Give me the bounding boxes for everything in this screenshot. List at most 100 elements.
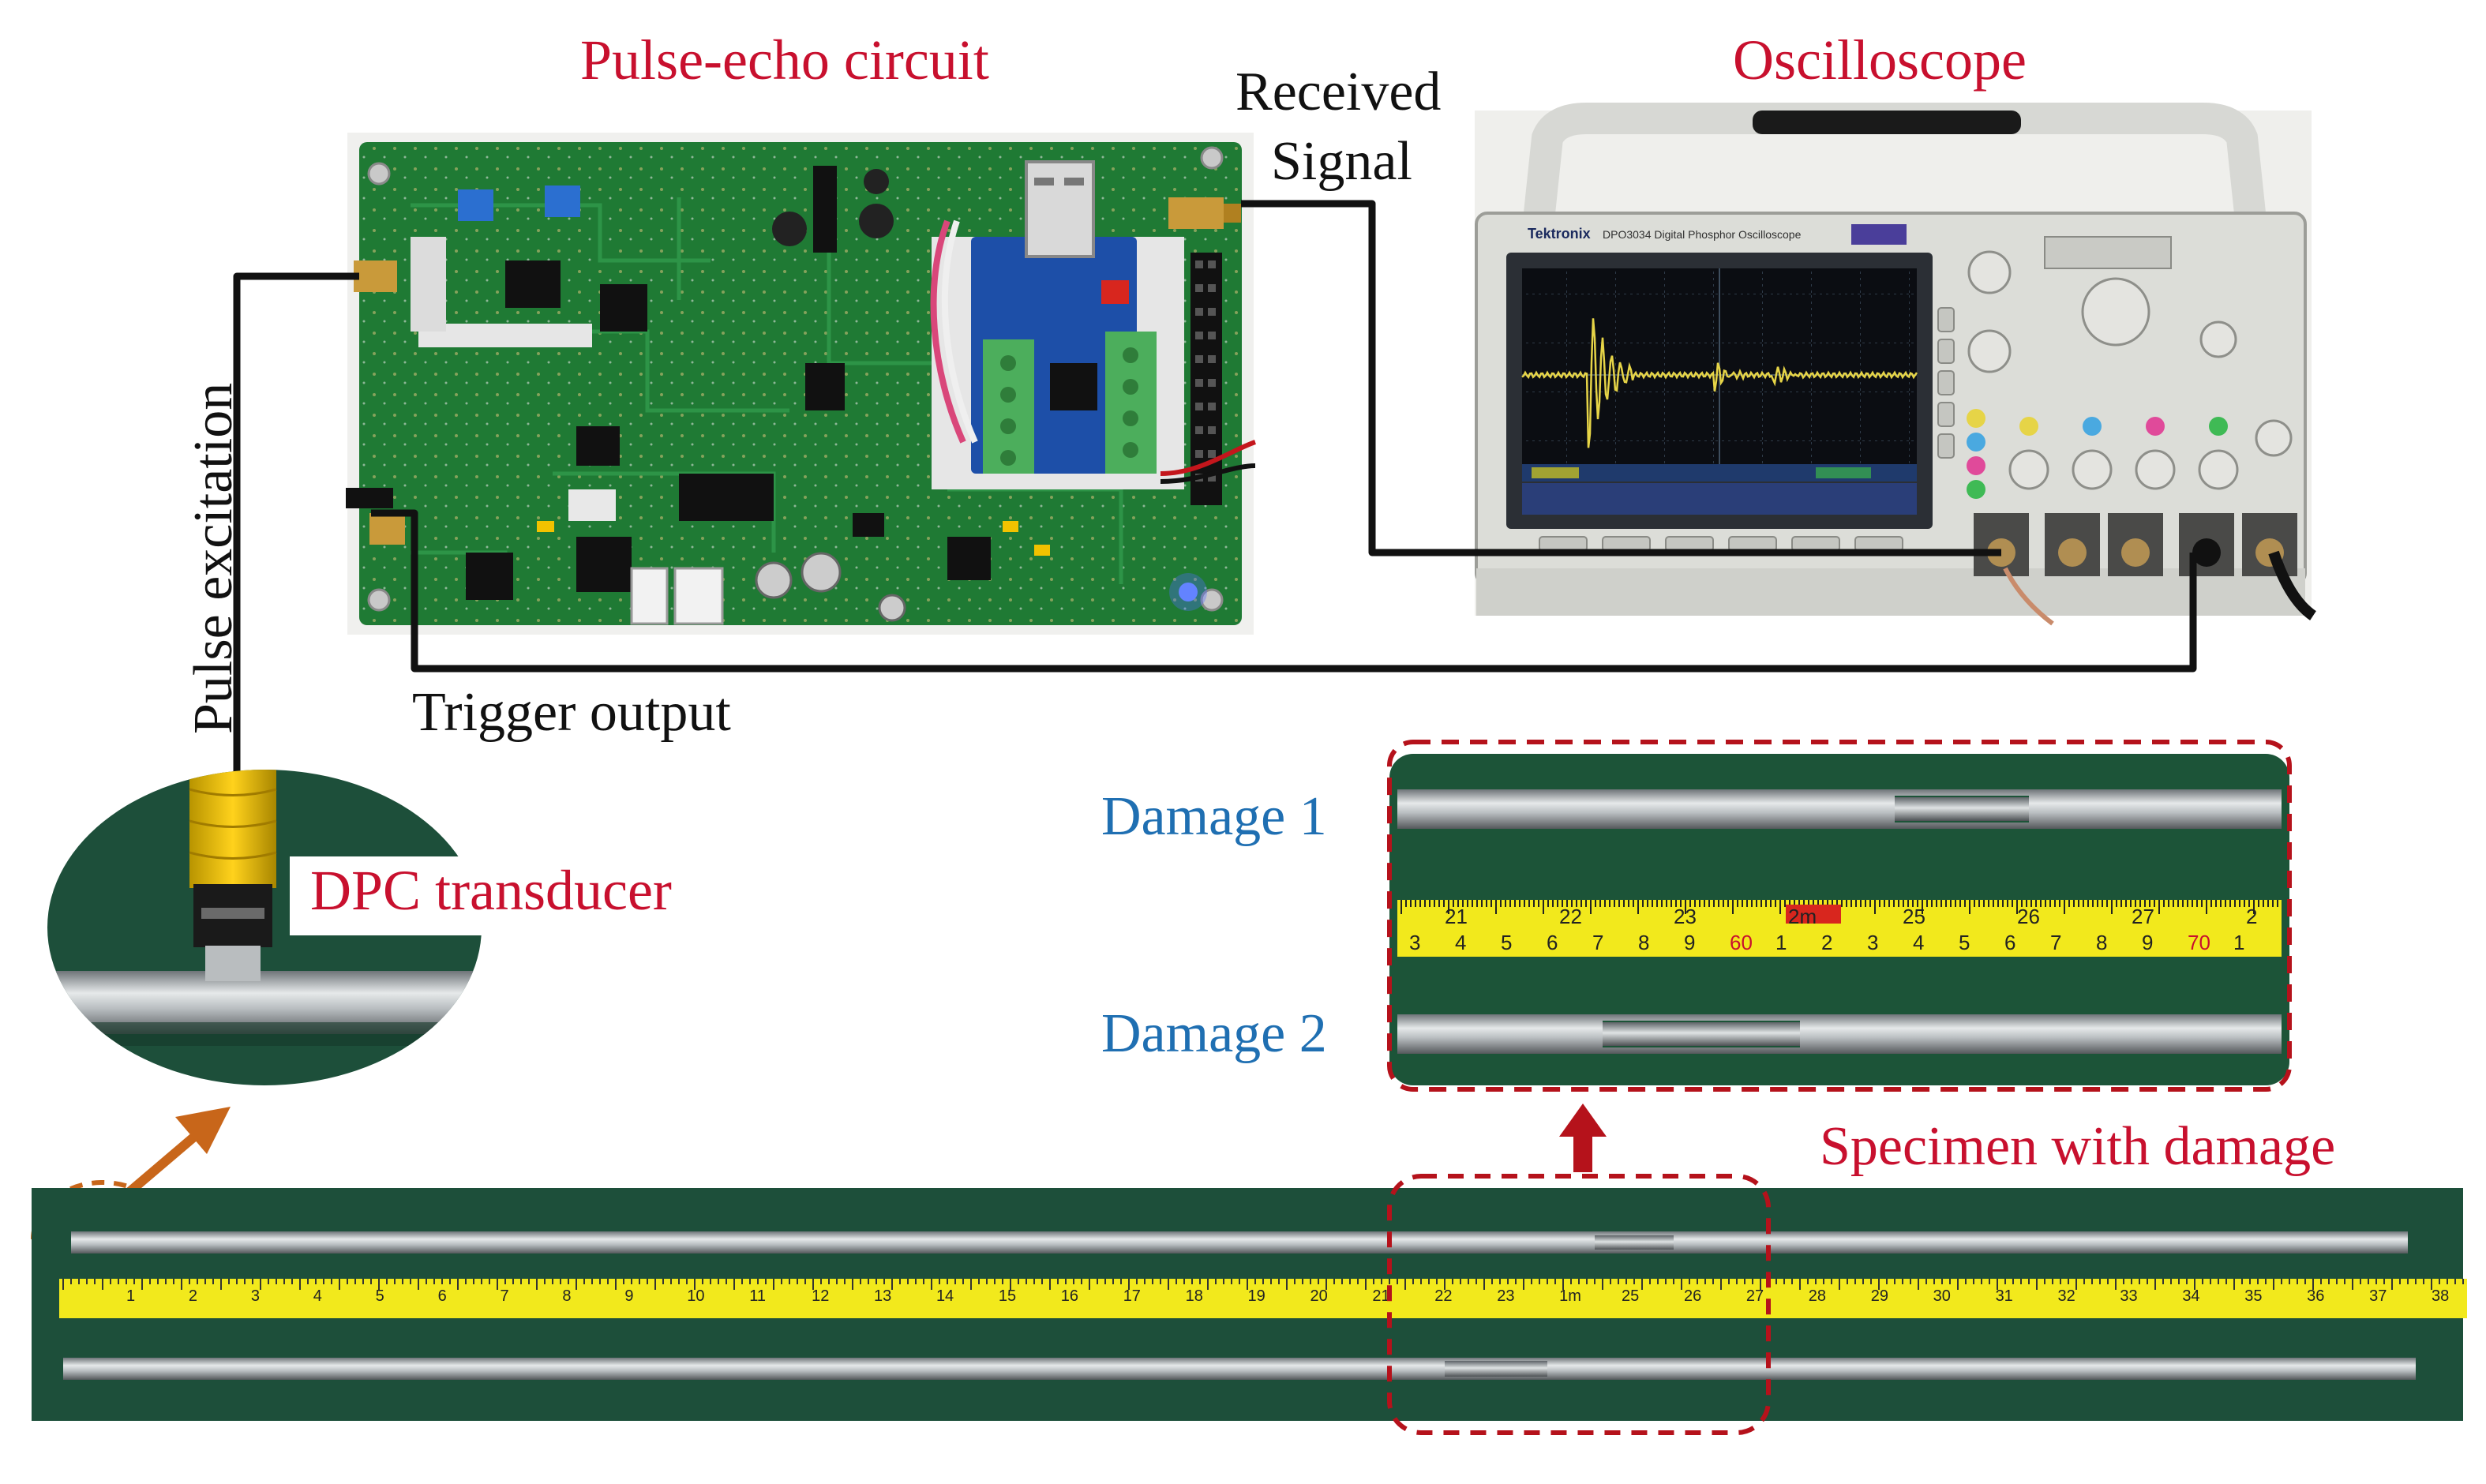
specimen-rod-2	[63, 1358, 2416, 1380]
tape-bottom-number: 1	[2233, 931, 2244, 954]
oscilloscope: Tektronix DPO3034 Digital Phosphor Oscil…	[1475, 103, 2317, 626]
pulse-echo-circuit-board	[346, 133, 1256, 635]
dpc-label-bg	[290, 856, 700, 935]
damage-2-label: Damage 2	[1101, 1003, 1327, 1064]
tape-top-number: 2m	[1788, 905, 1817, 928]
trigger-output-label: Trigger output	[412, 682, 731, 743]
long-tape-number: 18	[1186, 1287, 1203, 1305]
tape-bottom-number: 6	[2004, 931, 2015, 954]
long-tape-number: 27	[1746, 1287, 1764, 1305]
damage-1-label: Damage 1	[1101, 786, 1327, 847]
long-tape-number: 17	[1123, 1287, 1141, 1305]
long-tape-number: 29	[1871, 1287, 1888, 1305]
pulse-echo-circuit-label: Pulse-echo circuit	[580, 28, 989, 92]
dpc-transducer-label: DPC transducer	[310, 859, 672, 922]
long-tape-number: 25	[1622, 1287, 1639, 1305]
long-tape-number: 4	[313, 1287, 322, 1305]
trigger-output-cable	[371, 509, 2197, 673]
model-label: DPO3034 Digital Phosphor Oscilloscope	[1603, 228, 1802, 241]
received-signal-label-line1: Received	[1236, 62, 1442, 122]
long-tape-number: 12	[812, 1287, 829, 1305]
tape-bottom-number: 5	[1501, 931, 1512, 954]
tape-top-number: 25	[1903, 905, 1925, 928]
tape-top-number: 21	[1445, 905, 1468, 928]
long-tape-number: 28	[1809, 1287, 1826, 1305]
specimen-damage-dashed-box	[1387, 1174, 1771, 1435]
long-tape-number: 8	[562, 1287, 571, 1305]
control-knobs	[1967, 250, 2293, 490]
long-tape-number: 30	[1933, 1287, 1951, 1305]
long-tape-number: 21	[1372, 1287, 1389, 1305]
damage-2-rod	[1397, 1014, 2282, 1054]
long-tape-number: 7	[501, 1287, 509, 1305]
tape-bottom-number: 4	[1455, 931, 1466, 954]
pcb-components	[411, 166, 1207, 625]
tape-bottom-number: 60	[1730, 931, 1753, 954]
softkeys	[1539, 307, 1955, 552]
sma-connectors	[346, 197, 1241, 545]
tape-top-number: 27	[2132, 905, 2154, 928]
long-tape-number: 38	[2432, 1287, 2449, 1305]
tape-bottom-number: 70	[2188, 931, 2210, 954]
damage-panel-dashed-border	[1387, 740, 2292, 1092]
long-tape-number: 36	[2307, 1287, 2324, 1305]
waveform-trace	[1521, 318, 1918, 448]
long-tape-number: 15	[999, 1287, 1016, 1305]
tape-top-number: 26	[2017, 905, 2040, 928]
red-up-arrow	[1559, 1104, 1607, 1172]
tape-measure-long	[59, 1279, 2467, 1318]
long-tape-number: 32	[2057, 1287, 2075, 1305]
long-tape-number: 11	[749, 1287, 766, 1305]
tape-bottom-number: 5	[1959, 931, 1970, 954]
long-tape-number: 19	[1248, 1287, 1265, 1305]
tape-bottom-number: 7	[1592, 931, 1603, 954]
tape-bottom-number: 3	[1409, 931, 1420, 954]
long-tape-number: 2	[189, 1287, 197, 1305]
pulse-excitation-cable	[233, 272, 359, 778]
tape-bottom-number: 7	[2050, 931, 2061, 954]
long-tape-number: 3	[251, 1287, 260, 1305]
mcu-daughter-board	[930, 160, 1256, 489]
long-tape-number: 33	[2120, 1287, 2137, 1305]
tape-bottom-number: 2	[1821, 931, 1832, 954]
oscilloscope-label: Oscilloscope	[1733, 28, 2027, 92]
specimen-with-damage-label: Specimen with damage	[1820, 1116, 2336, 1177]
specimen-rod-1	[71, 1231, 2408, 1254]
tape-bottom-number: 3	[1867, 931, 1878, 954]
cable-lines	[233, 200, 2197, 778]
long-tape-number: 13	[874, 1287, 891, 1305]
tape-bottom-number: 6	[1547, 931, 1558, 954]
long-tape-number: 31	[1996, 1287, 2013, 1305]
tape-bottom-number: 8	[1638, 931, 1649, 954]
brand-label: Tektronix	[1528, 226, 1591, 242]
damage-1-rod	[1397, 789, 2282, 829]
mounting-holes	[367, 146, 1224, 612]
long-tape-number: 22	[1434, 1287, 1452, 1305]
orange-arrow-head	[175, 1107, 231, 1154]
long-tape-number: 35	[2244, 1287, 2262, 1305]
tape-bottom-number: 8	[2096, 931, 2107, 954]
orange-arrow-shaft	[122, 1129, 202, 1200]
long-tape-number: 14	[936, 1287, 954, 1305]
tape-bottom-number: 1	[1775, 931, 1787, 954]
received-signal-cable	[1241, 200, 2001, 556]
tape-bottom-number: 4	[1913, 931, 1924, 954]
long-tape-number: 1	[126, 1287, 135, 1305]
pulse-excitation-label: Pulse excitation	[183, 382, 244, 734]
long-tape-number: 6	[438, 1287, 447, 1305]
long-tape-number: 5	[376, 1287, 384, 1305]
tape-bottom-number: 9	[2142, 931, 2153, 954]
tape-top-number: 22	[1559, 905, 1582, 928]
long-tape-number: 16	[1061, 1287, 1078, 1305]
tape-top-number: 23	[1674, 905, 1697, 928]
long-tape-number: 1m	[1559, 1287, 1581, 1305]
channel-buttons	[1967, 236, 2228, 499]
long-tape-number: 34	[2182, 1287, 2199, 1305]
tape-bottom-number: 9	[1684, 931, 1695, 954]
bnc-inputs	[1974, 513, 2297, 576]
long-tape-number: 23	[1497, 1287, 1514, 1305]
